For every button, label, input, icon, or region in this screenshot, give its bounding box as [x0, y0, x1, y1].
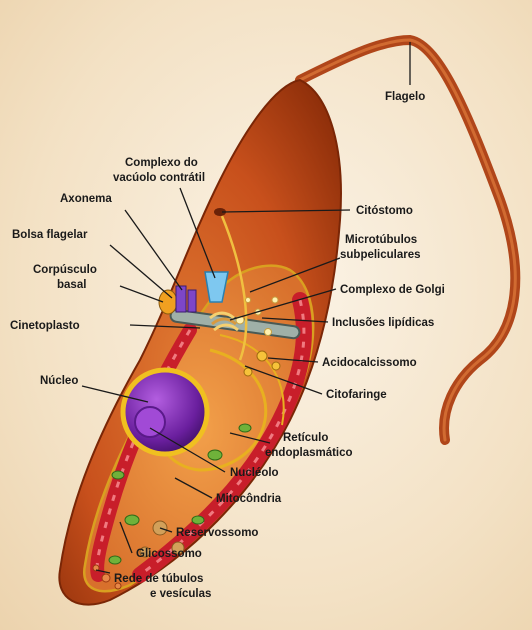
axoneme [176, 286, 186, 312]
label-corpusculo-2: basal [57, 279, 86, 291]
label-complexo-vacuolo-2: vacúolo contrátil [113, 172, 205, 184]
nucleolus [135, 407, 165, 437]
label-citofaringe: Citofaringe [326, 389, 387, 401]
label-microtubulos-1: Microtúbulos [345, 234, 417, 246]
label-reticulo-1: Retículo [283, 432, 328, 444]
label-complexo-vacuolo-1: Complexo do [125, 157, 198, 169]
label-inclusoes: Inclusões lipídicas [332, 317, 434, 329]
label-citostomo: Citóstomo [356, 205, 413, 217]
label-reticulo-2: endoplasmático [265, 447, 353, 459]
label-acidocalcissomo: Acidocalcissomo [322, 357, 417, 369]
label-rede-1: Rede de túbulos [114, 573, 203, 585]
label-nucleolo: Nucléolo [230, 467, 279, 479]
label-corpusculo-1: Corpúsculo [33, 264, 97, 276]
label-complexo-golgi: Complexo de Golgi [340, 284, 445, 296]
label-cinetoplasto: Cinetoplasto [10, 320, 80, 332]
label-mitocondria: Mitocôndria [216, 493, 282, 505]
label-rede-2: e vesículas [150, 588, 211, 600]
label-reservossomo: Reservossomo [176, 527, 258, 539]
label-microtubulos-2: subpeliculares [340, 249, 421, 261]
label-axonema: Axonema [60, 193, 112, 205]
label-nucleo: Núcleo [40, 375, 78, 387]
label-flagelo: Flagelo [385, 91, 425, 103]
label-glicossomo: Glicossomo [136, 548, 202, 560]
label-bolsa-flagelar: Bolsa flagelar [12, 229, 88, 241]
nucleus [123, 370, 207, 454]
